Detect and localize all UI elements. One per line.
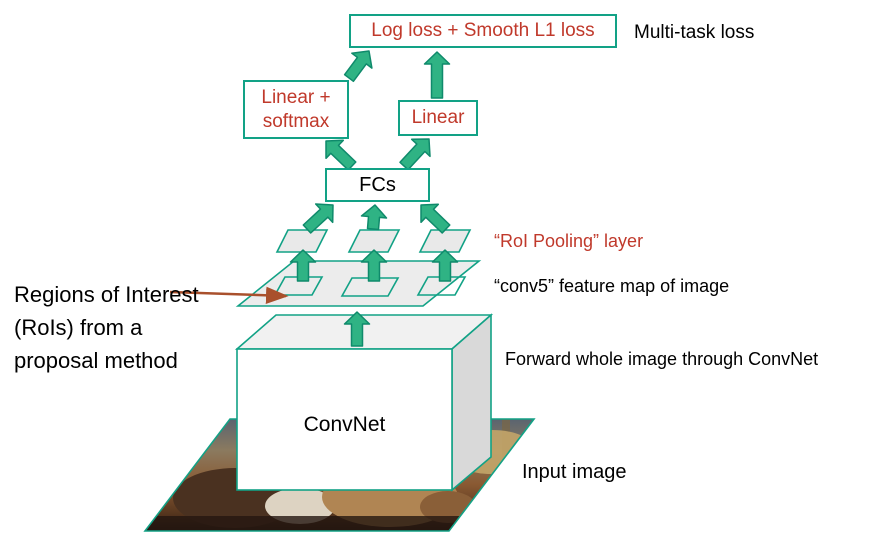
input-image-label: Input image	[522, 461, 627, 483]
multi-task-loss-label: Multi-task loss	[634, 22, 755, 43]
fcs-label: FCs	[359, 173, 396, 196]
flow-arrow	[423, 51, 451, 99]
conv5-feature-map-label: “conv5” feature map of image	[494, 276, 730, 296]
flow-arrow	[399, 138, 431, 171]
flow-arrow	[343, 50, 373, 83]
photo-white-muzzle	[265, 488, 335, 524]
convnet-label: ConvNet	[303, 413, 386, 436]
pooled-map-3	[418, 229, 472, 253]
flow-arrow	[343, 311, 371, 347]
forward-convnet-label: Forward whole image through ConvNet	[505, 349, 819, 369]
log-loss-label: Log loss + Smooth L1 loss	[371, 20, 595, 42]
roi-pointer-arrow	[169, 286, 289, 305]
log-loss-box: Log loss + Smooth L1 loss	[349, 14, 617, 48]
linear-box: Linear	[398, 100, 478, 136]
roi-region-2	[340, 277, 400, 297]
linear-label: Linear	[411, 107, 465, 129]
convnet-box-front-face	[236, 348, 453, 491]
flow-arrow	[360, 249, 388, 282]
roi-region-3	[416, 276, 467, 296]
regions-of-interest-label: Regions of Interest (RoIs) from a propos…	[14, 282, 199, 373]
flow-arrow	[289, 249, 317, 282]
pooled-map-2	[347, 229, 401, 253]
flow-arrow	[325, 139, 357, 171]
linear-softmax-label: Linear + softmax	[261, 86, 331, 132]
convnet-box-3d	[234, 313, 494, 492]
linear-softmax-box: Linear + softmax	[243, 80, 349, 139]
roi-pooling-layer-label: “RoI Pooling” layer	[494, 231, 644, 251]
flow-arrows	[289, 50, 459, 347]
flow-arrow	[431, 249, 459, 282]
fcs-box: FCs	[325, 168, 430, 202]
flow-arrow	[420, 203, 451, 234]
flow-arrow	[360, 204, 388, 231]
pooled-map-1	[275, 229, 329, 253]
pooled-feature-maps	[275, 229, 472, 253]
flow-arrow	[302, 203, 334, 234]
